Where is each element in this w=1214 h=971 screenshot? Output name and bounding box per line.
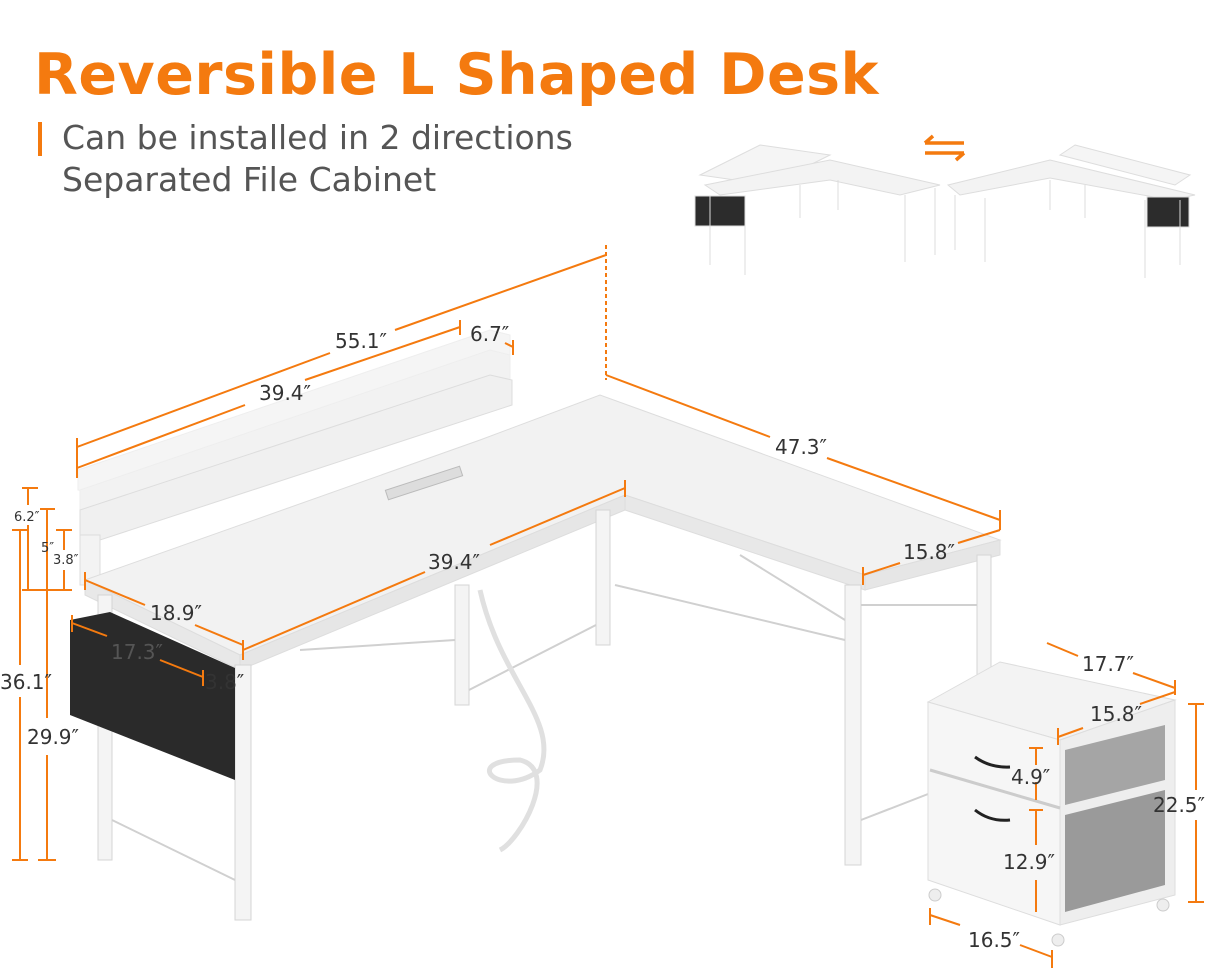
- dim-cabinet-base-width: 16.5″: [968, 928, 1021, 952]
- dim-side-depth: 15.8″: [903, 540, 956, 564]
- storage-bag: [70, 612, 235, 780]
- dim-desk-height: 29.9″: [27, 725, 80, 749]
- main-desk: [70, 329, 1002, 921]
- dim-main-depth: 18.9″: [150, 601, 203, 625]
- dim-shelf-height-1: 6.2″: [14, 510, 40, 525]
- file-cabinet: [926, 661, 1177, 947]
- dim-bag-length: 17.3″: [111, 640, 164, 664]
- dim-shelf-length: 39.4″: [259, 381, 312, 405]
- swap-arrows-icon: [923, 134, 966, 162]
- dim-top-drawer-height: 4.9″: [1011, 765, 1051, 789]
- preview-left-config: [694, 144, 941, 275]
- feature-file-cabinet: Separated File Cabinet: [62, 160, 437, 199]
- preview-right-config: [946, 144, 1196, 278]
- dim-shelf-height-2: 5″: [41, 541, 55, 556]
- dim-shelf-depth: 6.7″: [470, 322, 510, 346]
- dim-bottom-drawer-height: 12.9″: [1003, 850, 1056, 874]
- dim-shelf-height-3: 3.8″: [53, 553, 79, 568]
- dimension-lines: [12, 245, 1204, 968]
- dim-cabinet-top-width: 17.7″: [1082, 652, 1135, 676]
- dim-total-length: 55.1″: [335, 329, 388, 353]
- page-title: Reversible L Shaped Desk: [34, 42, 879, 108]
- dim-total-height: 36.1″: [0, 670, 53, 694]
- feature-reversible: Can be installed in 2 directions: [62, 118, 573, 157]
- dim-side-length: 47.3″: [775, 435, 828, 459]
- feature-accent-bar: [38, 122, 42, 156]
- dim-main-length: 39.4″: [428, 550, 481, 574]
- dim-cabinet-height: 22.5″: [1153, 793, 1206, 817]
- dim-bag-depth: 3.8″: [205, 670, 245, 694]
- dim-cabinet-top-depth: 15.8″: [1090, 702, 1143, 726]
